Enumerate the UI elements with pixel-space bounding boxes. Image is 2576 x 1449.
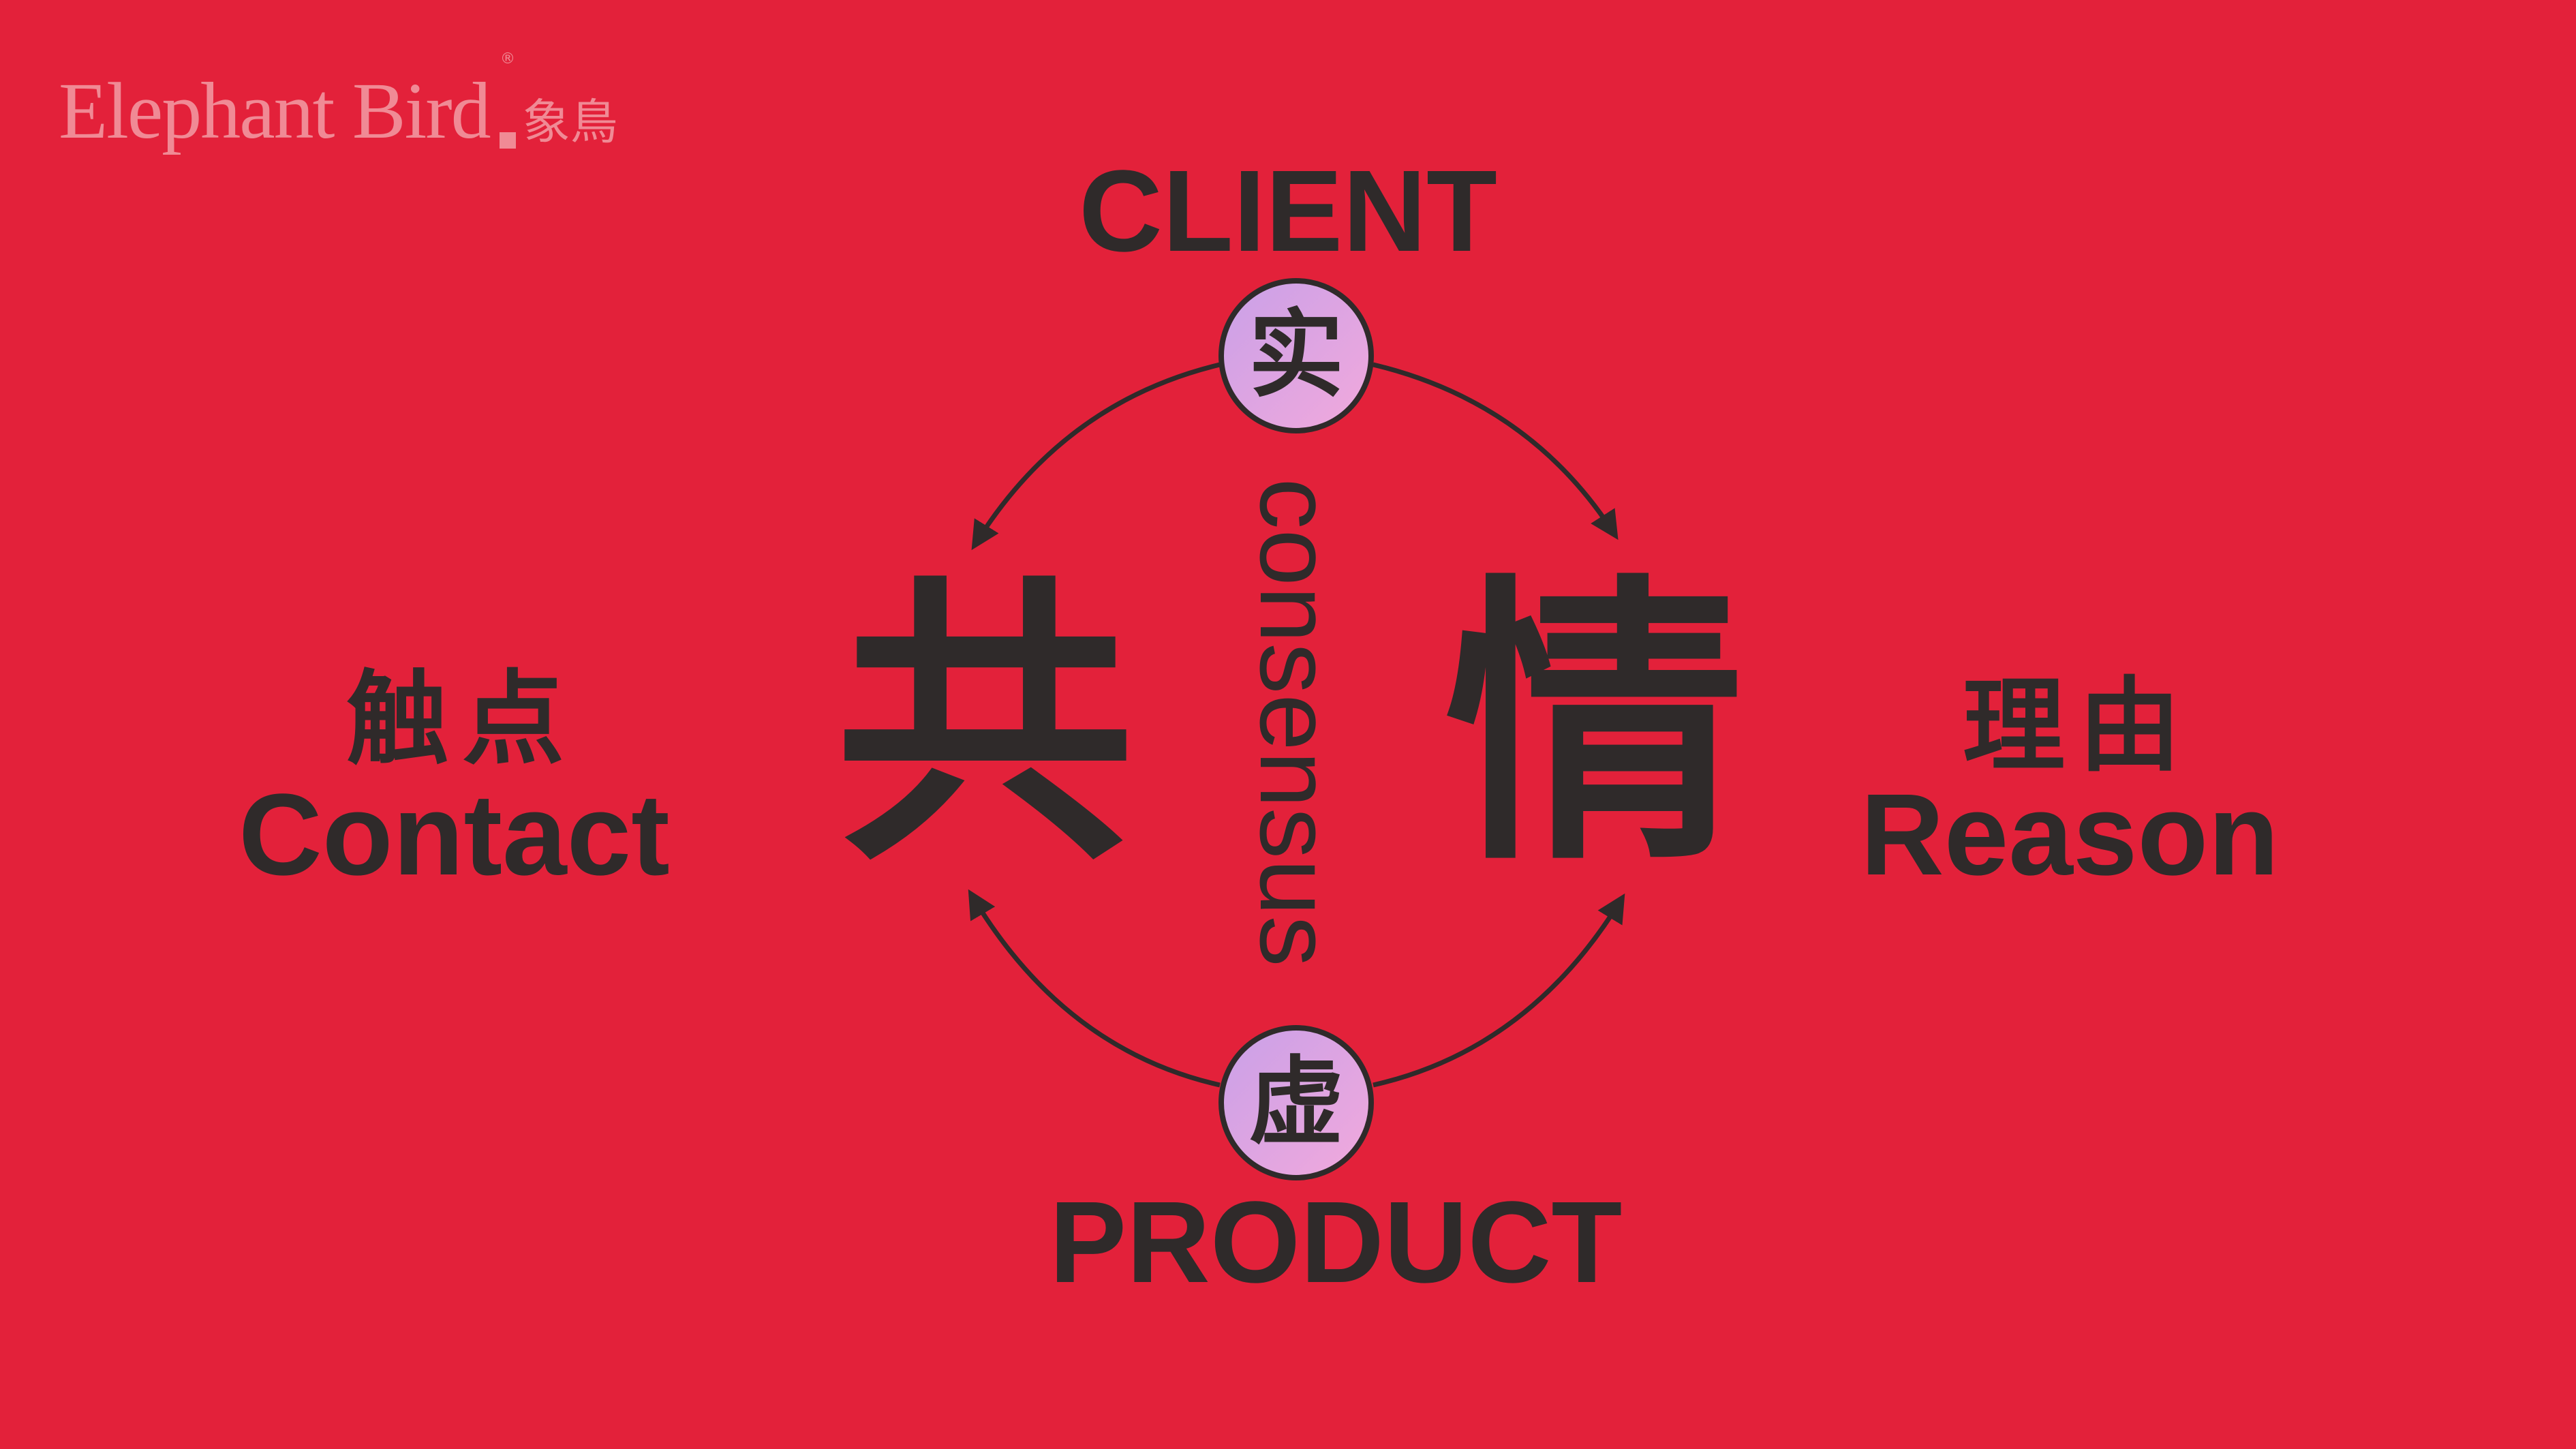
reason-en-label: Reason — [1860, 770, 2280, 900]
client-label: CLIENT — [1079, 147, 1497, 276]
consensus-vertical-text: consensus — [1239, 478, 1353, 967]
brand-logo: Elephant Bird ® 象鳥 — [59, 49, 618, 151]
contact-cn-label: 触点 — [346, 662, 579, 776]
arc-bottom-right — [1373, 893, 1625, 1088]
logo-chinese-name: 象鳥 — [522, 94, 618, 150]
reason-cn-label: 理由 — [1963, 669, 2195, 783]
node-bottom-circle — [1218, 1025, 1374, 1180]
node-top-char: 实 — [1248, 300, 1344, 411]
node-bottom-char: 虚 — [1248, 1047, 1344, 1158]
node-top-circle — [1218, 278, 1374, 433]
logo-registered-mark: ® — [500, 50, 515, 67]
center-char-left: 共 — [835, 551, 1135, 900]
logo-wordmark: Elephant Bird — [59, 66, 491, 155]
arc-top-right — [1373, 362, 1619, 540]
arc-bottom-left — [968, 889, 1221, 1088]
contact-en-label: Contact — [239, 770, 670, 900]
logo-square-mark — [499, 132, 516, 149]
arc-top-left — [971, 362, 1221, 551]
center-char-right: 情 — [1445, 551, 1745, 900]
product-label: PRODUCT — [1049, 1178, 1623, 1307]
